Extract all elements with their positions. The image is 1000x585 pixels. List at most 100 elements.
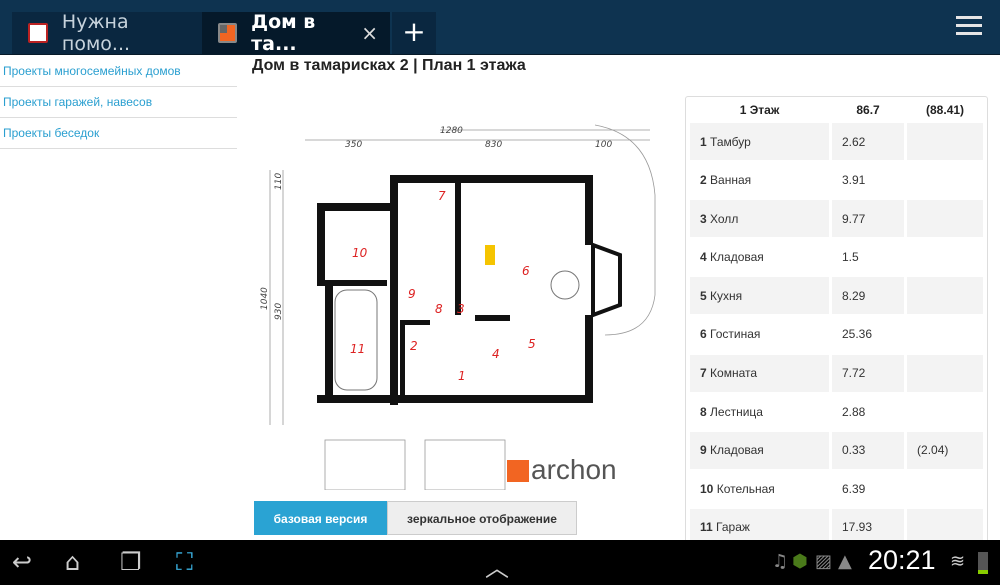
room-extra-cell bbox=[907, 162, 983, 199]
room-number: 8 bbox=[700, 404, 707, 419]
menu-icon[interactable] bbox=[956, 16, 982, 38]
room-name: Кладовая bbox=[710, 250, 764, 265]
base-version-button[interactable]: базовая версия bbox=[254, 501, 387, 535]
room-area-cell: 8.29 bbox=[832, 277, 905, 315]
archon-logo: archon bbox=[531, 454, 617, 485]
tab-label: Нужна помо... bbox=[61, 11, 131, 55]
image-icon: ▨ bbox=[815, 551, 833, 572]
room-number: 5 bbox=[528, 337, 536, 351]
floor-header: 1 Этаж bbox=[739, 103, 780, 117]
room-name-cell: 6 Гостиная bbox=[690, 316, 829, 353]
room-name: Лестница bbox=[710, 404, 763, 419]
room-area-cell: 6.39 bbox=[842, 481, 866, 496]
room-number: 7 bbox=[700, 366, 707, 381]
room-area-cell: 7.72 bbox=[832, 354, 905, 392]
room-extra-cell bbox=[907, 393, 983, 430]
room-number: 9 bbox=[700, 443, 707, 458]
room-number: 1 bbox=[458, 369, 466, 383]
room-number: 6 bbox=[522, 264, 530, 278]
table-row: 7 Комната 7.72 bbox=[690, 354, 983, 392]
close-tab-icon[interactable]: × bbox=[361, 21, 378, 45]
table-row: 4 Кладовая 1.5 bbox=[690, 239, 983, 276]
room-name-cell: 9 Кладовая bbox=[690, 431, 829, 469]
room-number: 11 bbox=[700, 520, 713, 535]
room-number: 5 bbox=[700, 288, 707, 303]
room-extra-cell: (2.04) bbox=[907, 431, 983, 469]
room-area-cell: 3.91 bbox=[842, 173, 866, 188]
system-navbar: ↩ ⌂ ❐ ⛶ ︿ bbox=[0, 540, 1000, 585]
new-tab-button[interactable]: + bbox=[392, 12, 436, 54]
browser-toolbar: Нужна помо... Дом в та... × + bbox=[0, 0, 1000, 55]
screenshot-icon[interactable]: ⛶ bbox=[176, 548, 193, 576]
room-name-cell: 4 Кладовая bbox=[690, 239, 829, 276]
room-name-cell: 11 Гараж bbox=[690, 508, 829, 546]
dim-label: 350 bbox=[345, 140, 362, 150]
table-row: 8 Лестница 2.88 bbox=[690, 393, 983, 430]
room-number: 4 bbox=[492, 347, 500, 361]
room-number: 2 bbox=[410, 339, 418, 353]
room-name: Гостиная bbox=[710, 327, 761, 342]
dim-label: 930 bbox=[274, 303, 284, 320]
clock: 20:21 bbox=[868, 545, 936, 575]
room-number: 3 bbox=[457, 302, 465, 316]
room-name: Холл bbox=[710, 211, 739, 226]
room-number: 3 bbox=[700, 211, 707, 226]
room-area-cell: 2.62 bbox=[832, 123, 905, 160]
room-number: 11 bbox=[350, 342, 365, 356]
room-name-cell: 3 Холл bbox=[690, 200, 829, 238]
room-extra-cell bbox=[907, 277, 983, 315]
room-name: Комната bbox=[710, 366, 758, 381]
area-header: 86.7 bbox=[856, 103, 880, 117]
room-area-cell: 9.77 bbox=[832, 200, 905, 238]
room-name: Кладовая bbox=[710, 443, 764, 458]
tab-help[interactable]: Нужна помо... bbox=[12, 11, 202, 55]
page-title: Дом в тамарисках 2 | План 1 этажа bbox=[252, 57, 526, 74]
sidebar: Проекты многосемейных домов Проекты гара… bbox=[0, 56, 237, 149]
table-row: 10 Котельная 6.39 bbox=[690, 470, 983, 507]
music-icon: ♫ bbox=[772, 551, 789, 572]
room-name: Котельная bbox=[716, 481, 775, 496]
home-icon[interactable]: ⌂ bbox=[65, 548, 81, 576]
tab-house[interactable]: Дом в та... × bbox=[202, 11, 390, 55]
room-name-cell: 2 Ванная bbox=[690, 162, 829, 199]
room-name: Кухня bbox=[710, 288, 743, 303]
room-name-cell: 10 Котельная bbox=[690, 470, 829, 507]
dim-label: 110 bbox=[274, 173, 284, 190]
wifi-icon: ≋ bbox=[950, 551, 966, 572]
mirror-version-button[interactable]: зеркальное отображение bbox=[387, 501, 577, 535]
total-header: (88.41) bbox=[926, 103, 965, 117]
room-extra-cell bbox=[907, 508, 983, 546]
room-number: 10 bbox=[700, 481, 714, 496]
room-extra-cell bbox=[907, 239, 983, 276]
recent-apps-icon[interactable]: ❐ bbox=[120, 548, 142, 576]
room-area-cell: 2.88 bbox=[842, 404, 866, 419]
room-extra-cell bbox=[907, 123, 983, 160]
chevron-up-icon[interactable]: ︿ bbox=[485, 554, 509, 582]
page-favicon-icon bbox=[218, 23, 238, 43]
back-icon[interactable]: ↩ bbox=[12, 548, 33, 576]
dim-label: 100 bbox=[595, 140, 612, 150]
room-name-cell: 8 Лестница bbox=[690, 393, 829, 430]
battery-icon bbox=[978, 552, 988, 574]
sidebar-item-gazebos[interactable]: Проекты беседок bbox=[0, 118, 237, 149]
floor-plan-image[interactable]: 1280 350 830 100 1040 930 110 1 2 3 4 5 … bbox=[255, 95, 665, 490]
room-area-cell: 17.93 bbox=[832, 508, 905, 546]
room-area-cell: 1.5 bbox=[842, 250, 859, 265]
sidebar-item-multifamily[interactable]: Проекты многосемейных домов bbox=[0, 56, 237, 87]
room-number: 8 bbox=[435, 302, 443, 316]
room-number: 9 bbox=[408, 287, 416, 301]
room-name-cell: 5 Кухня bbox=[690, 277, 829, 315]
room-area-cell: 25.36 bbox=[842, 327, 873, 342]
house-favicon-icon bbox=[28, 23, 48, 43]
room-number: 1 bbox=[700, 134, 707, 149]
dim-label: 830 bbox=[485, 140, 502, 150]
sidebar-item-garages[interactable]: Проекты гаражей, навесов bbox=[0, 87, 237, 118]
table-row: 6 Гостиная 25.36 bbox=[690, 316, 983, 353]
room-number: 10 bbox=[352, 246, 368, 260]
security-icon: ⬢ bbox=[792, 551, 808, 572]
